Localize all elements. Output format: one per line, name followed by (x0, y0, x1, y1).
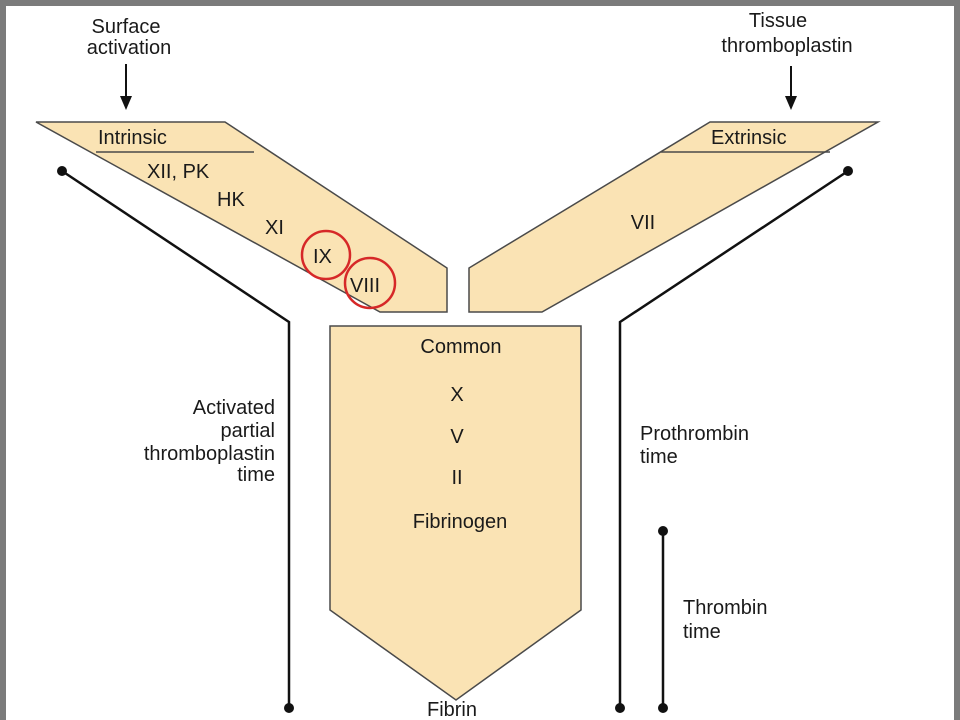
common-header: Common (420, 336, 501, 358)
highlight-circle-viii (343, 256, 397, 310)
intrinsic-factor-xii-pk: XII, PK (147, 161, 210, 183)
common-factor-v: V (450, 426, 464, 448)
aptt-label-line-3: thromboplastin (144, 443, 275, 465)
tissue-thromboplastin-arrow (785, 66, 797, 110)
intrinsic-factor-ix: IX (313, 246, 332, 268)
pt-bracket-line (615, 166, 853, 713)
common-factor-x: X (450, 384, 463, 406)
common-product-fibrin: Fibrin (427, 699, 477, 720)
surface-activation-arrow (120, 64, 132, 110)
surface-activation-label-line-2: activation (87, 37, 172, 59)
intrinsic-factor-viii: VIII (350, 275, 380, 297)
tt-label-line-1: Thrombin (683, 597, 767, 619)
pt-label-line-2: time (640, 446, 678, 468)
aptt-label-line-2: partial (221, 420, 275, 442)
tissue-thromboplastin-label-line-2: thromboplastin (721, 35, 852, 57)
common-factor-ii: II (451, 467, 462, 489)
tt-label-line-2: time (683, 621, 721, 643)
intrinsic-factor-hk: HK (217, 189, 245, 211)
extrinsic-factor-vii: VII (631, 212, 655, 234)
intrinsic-factor-xi: XI (265, 217, 284, 239)
intrinsic-pathway-arm (35, 121, 448, 313)
common-factor-fibrinogen: Fibrinogen (413, 511, 508, 533)
aptt-bracket-line (57, 166, 294, 713)
surface-activation-label-line-1: Surface (92, 16, 161, 38)
aptt-label-line-4: time (237, 464, 275, 486)
tissue-thromboplastin-label-line-1: Tissue (749, 10, 807, 32)
tt-bracket-line (658, 526, 668, 713)
extrinsic-header: Extrinsic (711, 127, 787, 149)
pt-label-line-1: Prothrombin (640, 423, 749, 445)
common-pathway-stem (329, 325, 582, 701)
intrinsic-header: Intrinsic (98, 127, 167, 149)
aptt-label-line-1: Activated (193, 397, 275, 419)
extrinsic-pathway-arm (468, 121, 881, 313)
highlight-circle-ix (300, 229, 352, 281)
